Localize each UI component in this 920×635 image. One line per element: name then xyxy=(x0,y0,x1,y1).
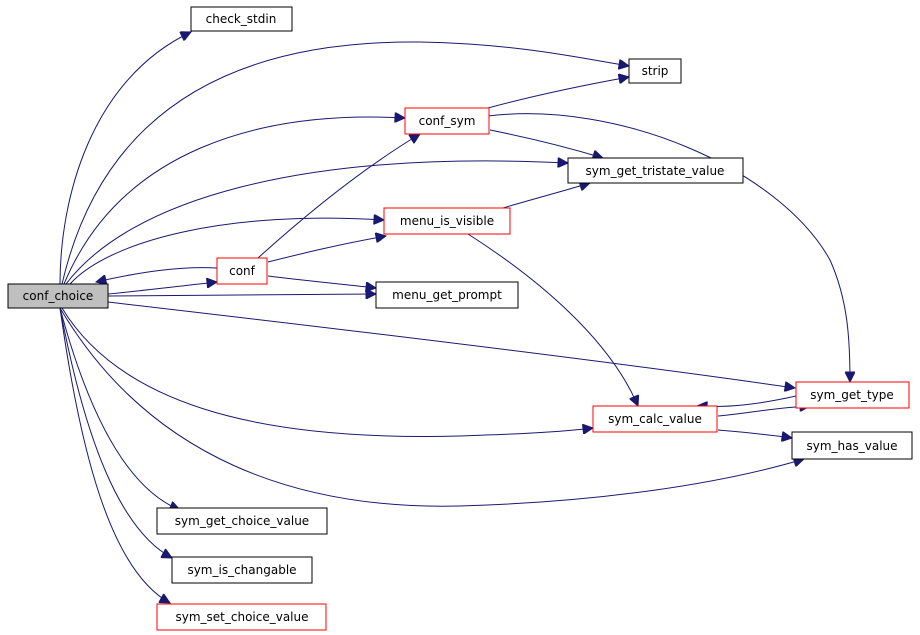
node-label-sym_get_choice_value: sym_get_choice_value xyxy=(175,514,309,528)
edge-conf_choice-conf xyxy=(107,282,217,295)
nodes: conf_choice check_stdin strip conf_sym s… xyxy=(7,6,913,631)
edge-conf_choice-menu_is_visible xyxy=(69,218,384,285)
node-conf_choice[interactable]: conf_choice xyxy=(7,283,109,309)
node-sym_calc_value[interactable]: sym_calc_value xyxy=(592,405,718,433)
node-conf[interactable]: conf xyxy=(216,257,268,285)
node-label-sym_set_choice_value: sym_set_choice_value xyxy=(175,610,308,624)
edge-menu_is_visible-sym_get_tristate_value xyxy=(495,183,590,211)
edge-conf-menu_get_prompt xyxy=(267,275,376,288)
node-sym_is_changable[interactable]: sym_is_changable xyxy=(171,556,313,584)
edge-conf_choice-strip xyxy=(61,41,629,285)
node-sym_get_type[interactable]: sym_get_type xyxy=(795,381,910,409)
node-label-sym_calc_value: sym_calc_value xyxy=(608,412,702,426)
edge-menu_is_visible-sym_calc_value xyxy=(467,233,638,406)
node-label-menu_get_prompt: menu_get_prompt xyxy=(392,288,502,302)
edge-conf_choice-conf_sym xyxy=(63,117,405,285)
node-label-check_stdin: check_stdin xyxy=(206,12,277,26)
edge-conf_choice-sym_is_changable xyxy=(59,307,172,558)
node-conf_sym[interactable]: conf_sym xyxy=(404,107,490,135)
edge-conf_choice-sym_calc_value xyxy=(61,307,593,437)
node-menu_get_prompt[interactable]: menu_get_prompt xyxy=(375,281,519,309)
node-check_stdin[interactable]: check_stdin xyxy=(190,6,293,32)
node-menu_is_visible[interactable]: menu_is_visible xyxy=(383,207,511,235)
node-sym_get_tristate_value[interactable]: sym_get_tristate_value xyxy=(567,157,744,184)
node-label-conf_sym: conf_sym xyxy=(419,114,476,128)
edge-conf_choice-sym_set_choice_value xyxy=(59,307,170,603)
node-label-sym_get_type: sym_get_type xyxy=(810,388,894,402)
node-label-menu_is_visible: menu_is_visible xyxy=(400,214,494,228)
edge-conf_choice-sym_get_choice_value xyxy=(59,307,180,510)
edge-conf_choice-sym_get_type xyxy=(107,301,795,388)
node-sym_has_value[interactable]: sym_has_value xyxy=(791,431,913,460)
edge-sym_get_type-sym_calc_value xyxy=(697,395,797,407)
edge-conf-conf_choice xyxy=(96,267,218,282)
node-sym_get_choice_value[interactable]: sym_get_choice_value xyxy=(156,507,328,535)
edge-conf_choice-check_stdin xyxy=(59,32,191,285)
edge-conf_choice-sym_get_tristate_value xyxy=(65,161,568,285)
edge-conf_sym-sym_get_tristate_value xyxy=(489,129,603,158)
edge-conf_sym-sym_get_type xyxy=(487,113,850,382)
node-label-strip: strip xyxy=(642,64,669,78)
node-label-conf: conf xyxy=(229,264,256,278)
node-label-sym_has_value: sym_has_value xyxy=(806,439,897,453)
edge-conf-conf_sym xyxy=(257,134,420,259)
node-label-conf_choice: conf_choice xyxy=(23,289,94,303)
edge-conf_sym-strip xyxy=(487,77,629,109)
edge-conf-menu_is_visible xyxy=(267,236,386,263)
node-label-sym_is_changable: sym_is_changable xyxy=(187,563,296,577)
edge-conf_choice-menu_get_prompt xyxy=(107,294,376,296)
node-label-sym_get_tristate_value: sym_get_tristate_value xyxy=(586,164,725,178)
node-strip[interactable]: strip xyxy=(628,58,682,84)
edge-sym_calc_value-sym_has_value xyxy=(717,429,792,438)
edge-conf_choice-sym_has_value xyxy=(59,307,804,507)
node-sym_set_choice_value[interactable]: sym_set_choice_value xyxy=(156,603,327,631)
